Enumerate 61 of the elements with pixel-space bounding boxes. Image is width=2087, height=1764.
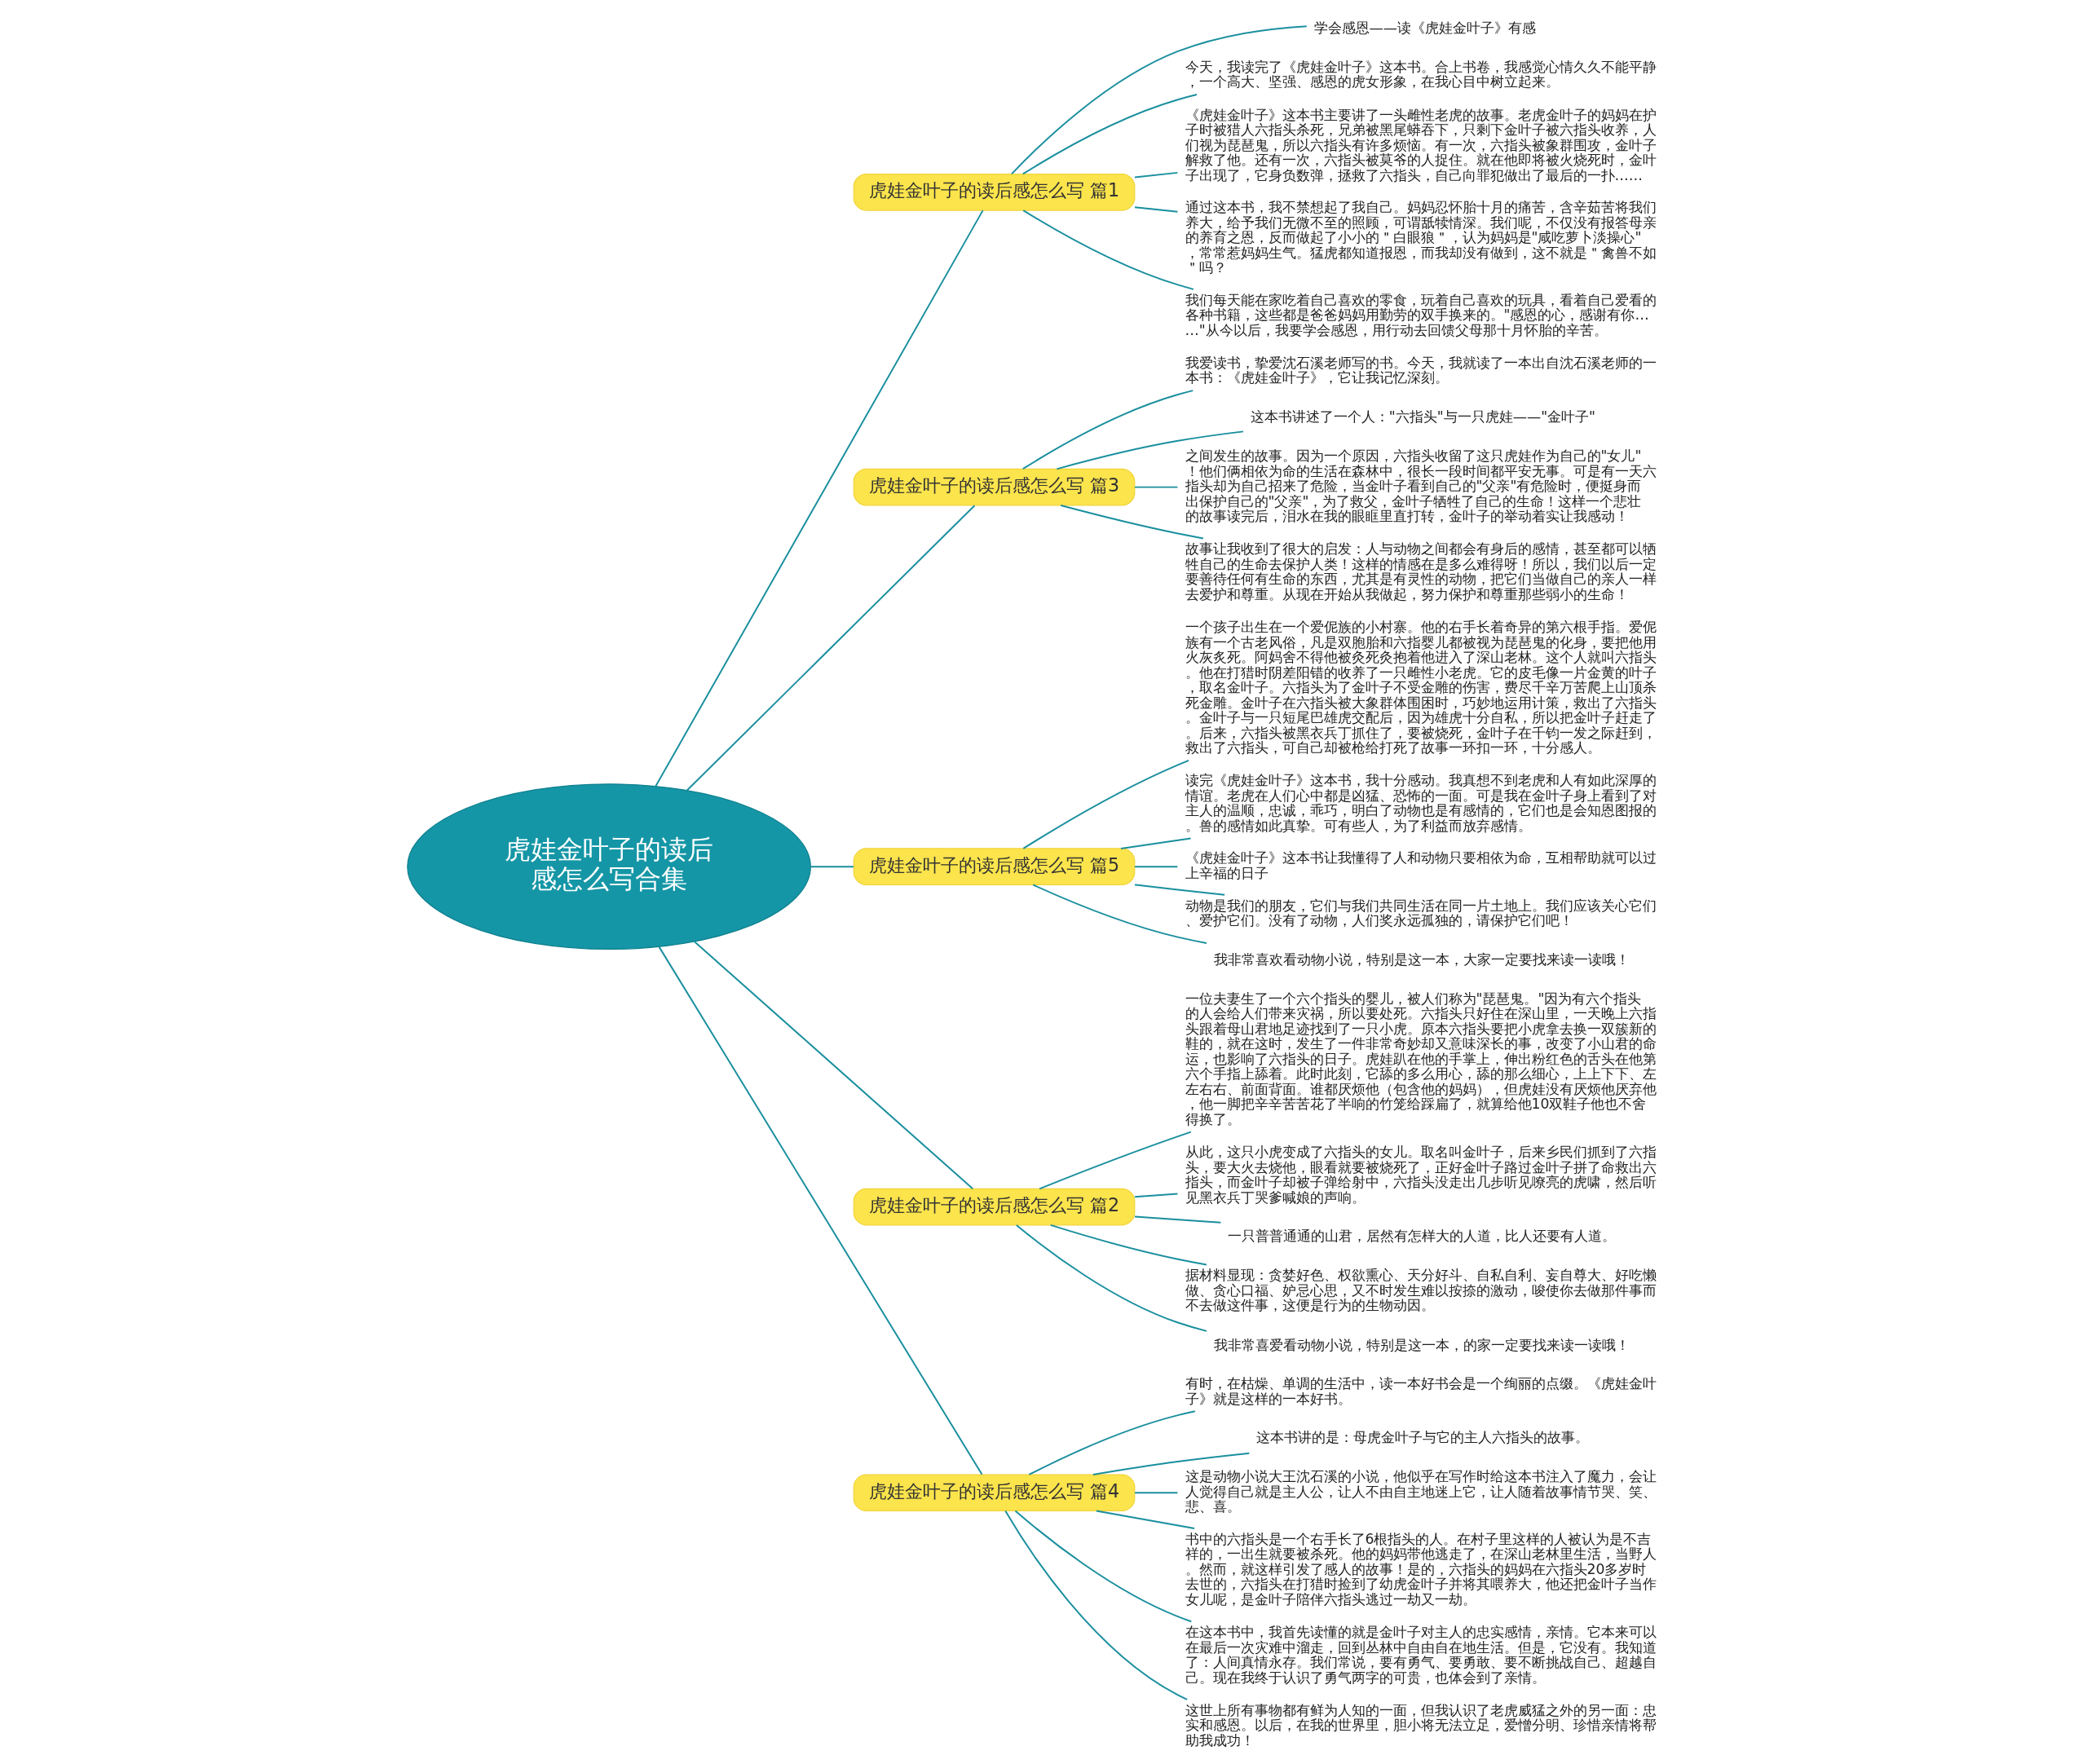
connector <box>1095 1510 1195 1529</box>
node-text: 动物是我们的朋友，它们与我们共同生活在同一片土地上。我们应该关心它们、爱护它们。没有了动物，人们奖永远孤独的，请保护它们吧！ <box>1185 897 1657 929</box>
connector <box>1119 837 1192 849</box>
connector <box>1133 486 1178 488</box>
node-text: 《虎娃金叶子》这本书让我懂得了人和动物只要相依为命，互相帮助就可以过上辛福的日子 <box>1185 849 1657 881</box>
node-text: 我非常喜欢看动物小说，特别是这一本，大家一定要找来读一读哦！ <box>1213 950 1630 968</box>
connector <box>658 946 982 1475</box>
connector <box>1038 1131 1192 1190</box>
node-box: 虎娃金叶子的读后感怎么写 篇4 <box>853 1474 1135 1512</box>
node-box: 虎娃金叶子的读后感怎么写 篇5 <box>853 848 1135 885</box>
node-text: 这本书讲的是：母虎金叶子与它的主人六指头的故事。 <box>1255 1429 1589 1446</box>
connector <box>1021 390 1194 470</box>
connector <box>1059 504 1204 540</box>
connector <box>1133 1492 1178 1494</box>
node-text: 一个孩子出生在一个爱伲族的小村寨。他的右手长着奇异的第六根手指。爱伲族有一个古老风俗，凡是双胞胎和六指婴儿都被视为琵琶鬼的化身，要把他用火灰炙死。阿妈舍不得他被灸死灸抱着他进入了深山老林。这个人就叫六指头。他在打猎时阴差阳错的收养了一只雌性小老虎。它的皮毛像一片金黄的叶子，取名金叶子。六指头为了金叶子不受金雕的伤害，费尽千辛万苦爬上山顶杀死金雕。金叶子在六指头被大象群体围困时，巧妙地运用计策，救出了六指头。金叶子与一只短尾巴雄虎交配后，因为雄虎十分自私，所以把金叶子赶走了。后来，六指头被黑衣兵丁抓住了，要被烧死，金叶子在千钧一发之际赶到，救出了六指头，可自己却被枪给打死了故事一环扣一环，十分感人。 <box>1185 619 1657 756</box>
connector <box>1133 171 1178 179</box>
node-text: 这是动物小说大王沈石溪的小说，他似乎在写作时给这本书注入了魔力，会让人觉得自己就是主人公，让人不由自主地迷上它，让人随着故事情节哭、笑、悲、喜。 <box>1185 1468 1657 1515</box>
connector <box>1092 1452 1250 1475</box>
connector <box>693 941 973 1190</box>
node-text: 这世上所有事物都有鲜为人知的一面，但我认识了老虎威猛之外的另一面：忠实和感恩。以后，在我的世界里，胆小将无法立足，爱憎分明、珍惜亲情将帮助我成功！ <box>1185 1701 1657 1749</box>
node-text: 故事让我收到了很大的启发：人与动物之间都会有身后的感情，甚至都可以牺牲自己的生命去保护人类！这样的情感在是多么难得呀！所以，我们以后一定要善待任何有生命的东西，尤其是有灵性的动物，把它们当做自己的亲人一样去爱护和尊重。从现在开始从我做起，努力保护和尊重那些弱小的生命！ <box>1185 540 1657 602</box>
connector <box>1027 1410 1196 1475</box>
node-text: 读完《虎娃金叶子》这本书，我十分感动。我真想不到老虎和人有如此深厚的情谊。老虎在人们心中都是凶猛、恐怖的一面。可是我在金叶子身上看到了对主人的温顺，忠诚，乖巧，明白了动物也是有感情的，它们也是会知恩图报的。兽的感情如此真挚。可有些人，为了利益而放弃感情。 <box>1185 772 1657 834</box>
connector <box>809 866 854 868</box>
node-text: 一只普普通通的山君，居然有怎样大的人道，比人还要有人道。 <box>1227 1228 1616 1245</box>
connector <box>1031 884 1207 944</box>
node-text: 这本书讲述了一个人："六指头"与一只虎娃——"金叶子" <box>1250 408 1595 425</box>
connector <box>1021 759 1189 849</box>
connector <box>1133 1215 1221 1224</box>
connector <box>1133 866 1178 868</box>
connector <box>1133 884 1225 896</box>
node-text: 之间发生的故事。因为一个原因，六指头收留了这只虎娃作为自己的"女儿"！他们俩相依为命的生活在森林中，很长一段时间都平安无事。可是有一天六指头却为自己招来了危险，当金叶子看到自己的"父亲"有危险时，便挺身而出保护自己的"父亲"，为了救父，金叶子牺牲了自己的生命！这样一个悲壮的故事读完后，泪水在我的眼眶里直打转，金叶子的举动着实让我感动！ <box>1185 448 1657 525</box>
connector <box>1049 1224 1207 1266</box>
node-box: 虎娃金叶子的读后感怎么写 篇3 <box>853 468 1135 506</box>
node-text: 在这本书中，我首先读懂的就是金叶子对主人的忠实感情，亲情。它本来可以在最后一次灾难中溜走，回到丛林中自由自在地生活。但是，它没有。我知道了：人间真情永存。我们常说，要有勇气、要勇敢、要不断挑战自己、超越自己。现在我终于认识了勇气两字的可贵，也体会到了亲情。 <box>1185 1624 1657 1686</box>
node-text: 《虎娃金叶子》这本书主要讲了一头雌性老虎的故事。老虎金叶子的妈妈在护子时被猎人六指头杀死，兄弟被黑尾蟒吞下，只剩下金叶子被六指头收养，人们视为琵琶鬼，所以六指头有许多烦恼。有一次，六指头被象群围攻，金叶子解救了他。还有一次，六指头被莫爷的人捉住。就在他即将被火烧死时，金叶子出现了，它身负数弹，拯救了六指头，自己向罪犯做出了最后的一扑…… <box>1185 106 1657 183</box>
node-text: 一位夫妻生了一个六个指头的婴儿，被人们称为"琵琶鬼。"因为有六个指头的人会给人们带来灾祸，所以要处死。六指头只好住在深山里，一天晚上六指头跟着母山君地足迹找到了一只小虎。原本六指头要把小虎拿去换一双簇新的鞋的，就在这时，发生了一件非常奇妙却又意味深长的事，改变了小山君的命运，也影响了六指头的日子。虎娃趴在他的手掌上，伸出粉红色的舌头在他第六个手指上舔着。此时此刻，它舔的多么用心，舔的那么细心，上上下下、左左右右、前面背面。谁都厌烦他（包含他的妈妈），但虎娃没有厌烦他厌弃他，他一脚把辛辛苦苦花了半响的竹笼给踩扁了，就算给他10双鞋子他也不舍得换了。 <box>1185 990 1657 1127</box>
connector <box>1010 25 1308 175</box>
node-text: 今天，我读完了《虎娃金叶子》这本书。合上书卷，我感觉心情久久不能平静，一个高大、坚强、感恩的虎女形象，在我心目中树立起来。 <box>1185 58 1657 90</box>
connector <box>1133 1193 1178 1198</box>
connector <box>1055 430 1244 470</box>
node-text: 书中的六指头是一个右手长了6根指头的人。在村子里这样的人被认为是不吉祥的，一出生就要被杀死。他的妈妈带他逃走了，在深山老林里生活，当野人。然而，就这样引发了感人的故事！是的，六指头的妈妈在六指头20多岁时去世的，六指头在打猎时捡到了幼虎金叶子并将其喂养大，他还把金叶子当作女儿呢，是金叶子陪伴六指头逃过一劫又一劫。 <box>1185 1530 1657 1607</box>
node-text: 有时，在枯燥、单调的生活中，读一本好书会是一个绚丽的点缀。《虎娃金叶子》就是这样的一本好书。 <box>1185 1375 1657 1407</box>
node-text: 我们每天能在家吃着自己喜欢的零食，玩着自己喜欢的玩具，看着自己爱看的各种书籍，这些都是爸爸妈妈用勤劳的双手换来的。"感恩的心，感谢有你……"从今以后，我要学会感恩，用行动去回馈父母那十月怀胎的辛苦。 <box>1185 291 1657 338</box>
connector <box>1014 1510 1192 1623</box>
connector <box>686 505 975 792</box>
connector <box>1015 1224 1207 1332</box>
connector <box>1021 94 1198 175</box>
node-text: 据材料显现：贪婪好色、权欲熏心、天分好斗、自私自利、妄自尊大、好吃懒做、贪心口福、妒忌心思，又不时发生难以按捺的激动，唆使你去做那件事而不去做这件事，这便是行为的生物动因。 <box>1185 1267 1657 1314</box>
node-box: 虎娃金叶子的读后感怎么写 篇2 <box>853 1188 1135 1226</box>
node-text: 我爱读书，挚爱沈石溪老师写的书。今天，我就读了一本出自沈石溪老师的一本书：《虎娃金叶子》，它让我记忆深刻。 <box>1185 354 1657 386</box>
connector <box>1021 209 1194 290</box>
connector <box>654 209 984 787</box>
node-text: 我非常喜爱看动物小说，特别是这一本，的家一定要找来读一读哦！ <box>1213 1336 1630 1353</box>
node-box: 虎娃金叶子的读后感怎么写 篇1 <box>853 173 1135 211</box>
node-text: 通过这本书，我不禁想起了我自己。妈妈忍怀胎十月的痛苦，含辛茹苦将我们养大，给予我们无微不至的照顾，可谓舐犊情深。我们呢，不仅没有报答母亲的养育之恩，反而做起了小小的＂白眼狼＂，认为妈妈是"咸吃萝卜淡操心"，常常惹妈妈生气。猛虎都知道报恩，而我却没有做到，这不就是＂禽兽不如＂吗？ <box>1185 199 1657 276</box>
node-text: 学会感恩——读《虎娃金叶子》有感 <box>1313 20 1536 37</box>
node-ellipse: 虎娃金叶子的读后感怎么写合集 <box>406 783 811 950</box>
connector <box>1004 1510 1188 1700</box>
connector <box>1133 206 1178 213</box>
node-text: 从此，这只小虎变成了六指头的女儿。取名叫金叶子，后来乡民们抓到了六指头，要大火去烧他，眼看就要被烧死了，正好金叶子路过金叶子拼了命救出六指头，而金叶子却被子弹给射中，六指头没走出几步听见嘹亮的虎啸，然后听见黑衣兵丁哭爹喊娘的声响。 <box>1185 1144 1657 1206</box>
